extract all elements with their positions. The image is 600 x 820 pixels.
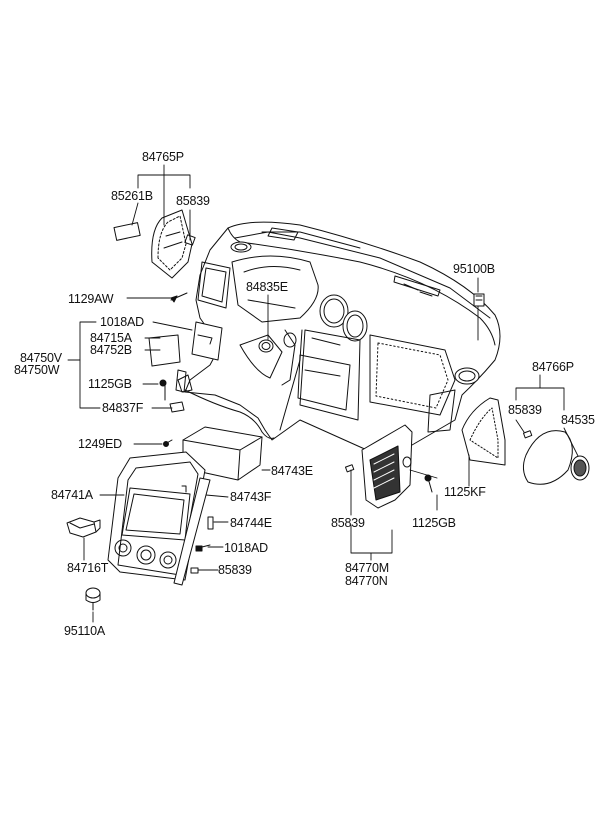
center-fascia [107,451,214,586]
leader-lines [67,164,579,623]
label-84770M: 84770M [345,561,389,575]
label-84835E: 84835E [246,280,288,294]
label-1125GB-right: 1125GB [412,516,456,530]
label-85261B: 85261B [111,189,153,203]
label-84741A: 84741A [51,488,93,502]
sensor-part [85,587,101,611]
label-1018AD-top: 1018AD [100,315,144,329]
label-84766P: 84766P [532,360,574,374]
label-84715A: 84715A [90,331,132,345]
label-84765P: 84765P [142,150,184,164]
label-84752B: 84752B [90,343,132,357]
label-1129AW: 1129AW [68,292,114,306]
label-1018AD-bottom: 1018AD [224,541,268,555]
label-84750V: 84750V [20,351,62,365]
label-85839-bottom: 85839 [218,563,252,577]
label-84743E: 84743E [271,464,313,478]
switch-module [66,517,101,538]
label-1125GB-left: 1125GB [88,377,132,391]
label-1125KF: 1125KF [444,485,486,499]
label-95110A: 95110A [64,624,105,638]
left-side-cover [113,209,196,279]
label-84535: 84535 [561,413,595,427]
center-lower-panel [361,424,413,509]
label-84770N: 84770N [345,574,388,588]
label-95100B: 95100B [453,262,495,276]
label-84744E: 84744E [230,516,272,530]
label-84716T: 84716T [67,561,109,575]
dashboard-panel [177,221,501,456]
label-85839-top: 85839 [176,194,210,208]
label-84837F: 84837F [102,401,144,415]
label-1249ED: 1249ED [78,437,122,451]
right-side-cover [461,397,590,485]
label-84743F: 84743F [230,490,272,504]
label-85839-mid: 85839 [331,516,365,530]
label-85839-right: 85839 [508,403,542,417]
label-84750W: 84750W [14,363,60,377]
